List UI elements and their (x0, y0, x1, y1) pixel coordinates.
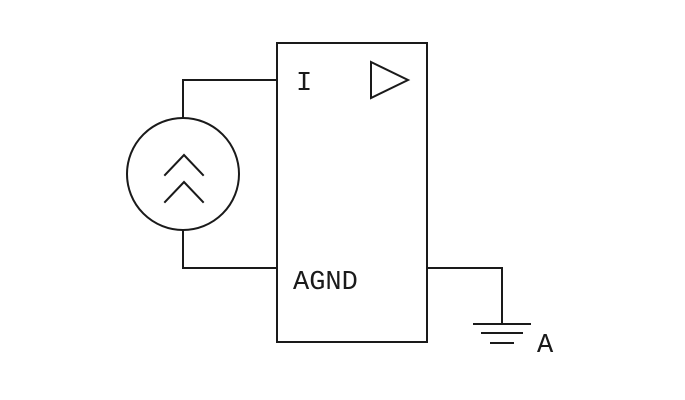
current-source-circle (126, 117, 240, 231)
block-outline (276, 42, 428, 343)
amplifier-block: I AGND (276, 42, 428, 343)
pin-label-input: I (296, 69, 312, 99)
current-source (126, 117, 240, 231)
chevron-upper-icon (163, 153, 205, 177)
chevron-lower-icon (163, 180, 205, 204)
ground-wire (426, 267, 503, 324)
pin-label-agnd: AGND (293, 268, 358, 298)
input-wire (182, 79, 278, 119)
return-wire (182, 229, 278, 269)
ground-symbol-icon (473, 323, 531, 344)
ground-net-label: A (537, 331, 554, 361)
amplifier-triangle-icon (370, 60, 411, 100)
